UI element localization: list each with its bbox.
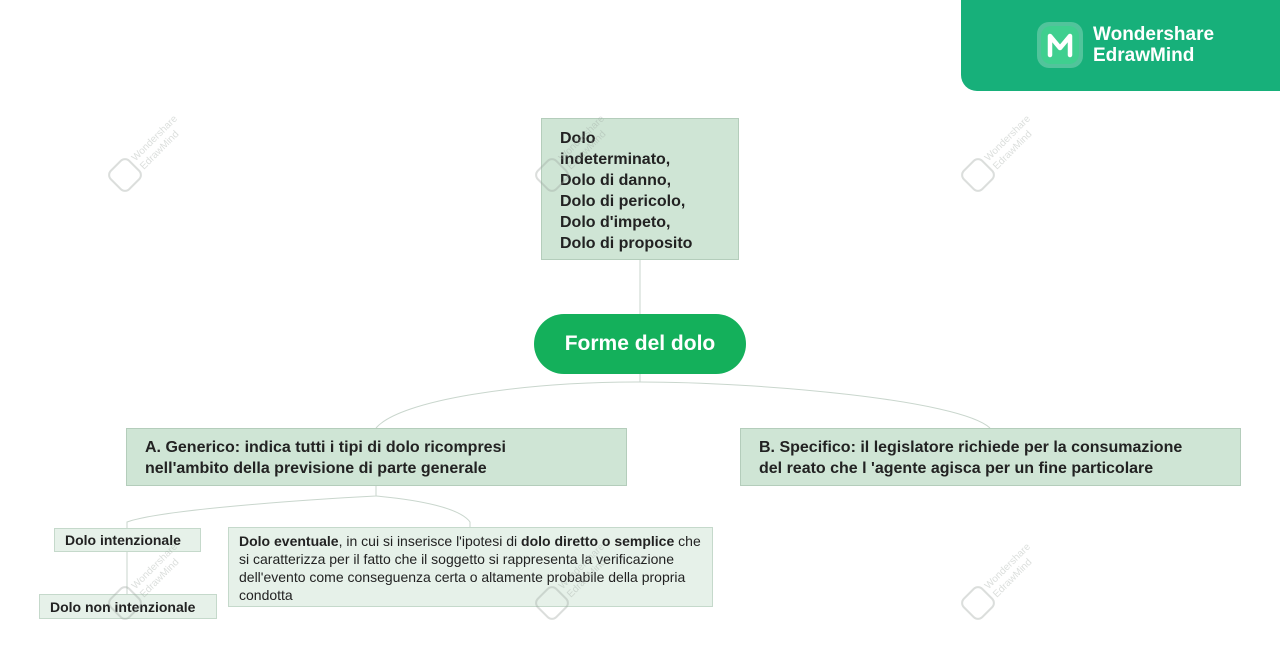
brand-banner: Wondershare EdrawMind [961,0,1280,91]
link-a-int [126,486,377,528]
node-top-line: indeterminato, [560,151,671,168]
link-root-b [639,381,991,429]
brand-line1: Wondershare [1093,24,1215,45]
watermark-icon: Wondershare EdrawMind [535,541,608,620]
link-a-ev [375,495,471,527]
link-root-a [375,374,641,429]
watermark-icon: Wondershare EdrawMind [108,541,181,620]
eventuale-bold-term2: dolo diretto o semplice [521,533,675,549]
watermark-icon: Wondershare EdrawMind [108,113,181,192]
node-dolo-eventuale[interactable]: Dolo eventuale, in cui si inserisce l'ip… [228,527,713,607]
eventuale-text: , in cui si inserisce l'ipotesi di [338,533,522,549]
node-generico-line1: A. Generico: indica tutti i tipi di dolo… [145,439,506,456]
node-types-of-dolo[interactable]: Dolo indeterminato, Dolo di danno, Dolo … [541,118,739,260]
edrawmind-logo-icon [1037,22,1083,68]
eventuale-bold-term: Dolo eventuale [239,533,339,549]
node-top-line: Dolo d'impeto, [560,214,671,231]
brand-line2: EdrawMind [1093,45,1195,66]
watermark-icon: Wondershare EdrawMind [961,541,1034,620]
watermark-icon: Wondershare EdrawMind [961,113,1034,192]
brand-name: Wondershare EdrawMind [1093,24,1214,66]
node-top-line: Dolo di pericolo, [560,193,686,210]
node-top-line: Dolo [560,130,596,147]
node-specifico-line2: del reato che l 'agente agisca per un fi… [759,460,1154,477]
node-generico-line2: nell'ambito della previsione di parte ge… [145,460,487,477]
node-specifico[interactable]: B. Specifico: il legislatore richiede pe… [740,428,1241,486]
node-dolo-intenzionale[interactable]: Dolo intenzionale [54,528,201,552]
node-top-line: Dolo di proposito [560,235,693,252]
root-node[interactable]: Forme del dolo [534,314,746,374]
node-dolo-non-intenzionale[interactable]: Dolo non intenzionale [39,594,217,619]
node-top-line: Dolo di danno, [560,172,672,189]
eventuale-text2: che si caratterizza per il fatto che il … [239,533,701,603]
watermark-icon: Wondershare EdrawMind [535,113,608,192]
node-specifico-line1: B. Specifico: il legislatore richiede pe… [759,439,1183,456]
node-generico[interactable]: A. Generico: indica tutti i tipi di dolo… [126,428,627,486]
